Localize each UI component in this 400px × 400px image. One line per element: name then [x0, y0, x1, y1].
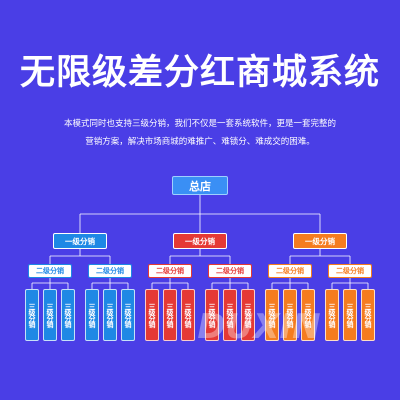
level1-node: 一级分销	[173, 233, 227, 249]
level2-node: 二级分销	[28, 264, 72, 278]
description-line-2: 营销方案，解决市场商城的难推广、难锁分、难成交的困难。	[85, 137, 315, 147]
level3-node: 三级分销	[361, 289, 375, 341]
level1-node: 一级分销	[53, 233, 107, 249]
page-title: 无限级差分红商城系统	[19, 53, 380, 93]
level2-node: 二级分销	[328, 264, 372, 278]
level3-node: 三级分销	[223, 289, 237, 341]
level3-node: 三级分销	[241, 289, 255, 341]
level1-node: 一级分销	[293, 233, 347, 249]
description-line-1: 本模式同时也支持三级分销，我们不仅是一套系统软件，更是一套完整的	[63, 119, 336, 129]
org-root-node: 总店	[172, 176, 228, 195]
level3-node: 三级分销	[301, 289, 315, 341]
level2-node: 二级分销	[88, 264, 132, 278]
level3-node: 三级分销	[61, 289, 75, 341]
level2-node: 二级分销	[268, 264, 312, 278]
level3-node: 三级分销	[265, 289, 279, 341]
level3-node: 三级分销	[85, 289, 99, 341]
level3-node: 三级分销	[103, 289, 117, 341]
level3-node: 三级分销	[25, 289, 39, 341]
level3-node: 三级分销	[145, 289, 159, 341]
level3-node: 三级分销	[163, 289, 177, 341]
level3-node: 三级分销	[181, 289, 195, 341]
level3-node: 三级分销	[121, 289, 135, 341]
level3-node: 三级分销	[283, 289, 297, 341]
level3-node: 三级分销	[325, 289, 339, 341]
level2-node: 二级分销	[148, 264, 192, 278]
level2-node: 二级分销	[208, 264, 252, 278]
level3-node: 三级分销	[205, 289, 219, 341]
level3-node: 三级分销	[43, 289, 57, 341]
level3-node: 三级分销	[343, 289, 357, 341]
